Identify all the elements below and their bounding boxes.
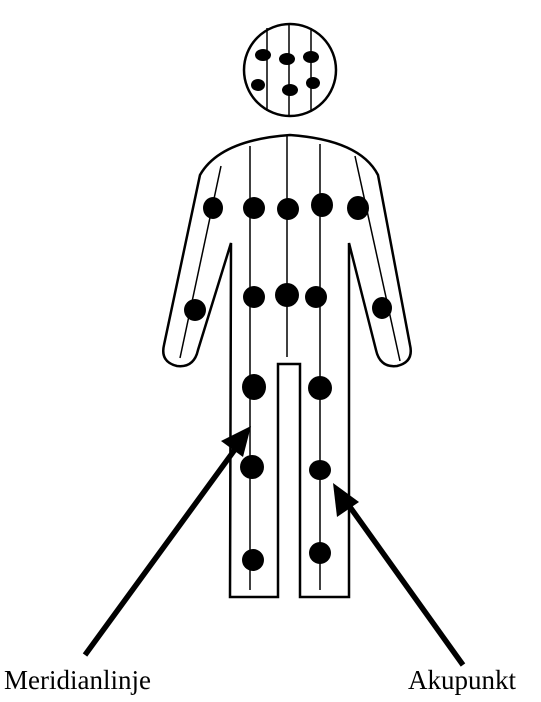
acupoint-label: Akupunkt [408,667,516,694]
acupoint [243,197,265,219]
arrow-meridian [85,426,251,655]
head-acupoint [303,51,319,63]
acupoint [243,286,265,308]
acupoint [240,455,264,479]
head-acupoint [279,53,295,65]
head-acupoint [282,84,298,96]
acupoint [277,198,299,220]
meridian-line [180,166,221,358]
acupoint [203,197,223,219]
acupoint [309,542,331,564]
acupoint [311,193,333,217]
acupoint [275,283,299,307]
acupoint [242,549,264,571]
acupoint [308,376,332,400]
acupoint [372,297,392,319]
body-acupoints [184,193,392,571]
acupoint [242,374,266,400]
head-acupoint [251,79,265,91]
head-acupoint [255,49,271,61]
meridian-line-label: Meridianlinje [4,667,151,694]
acupoint [305,286,327,308]
arrow-acupoint [333,483,463,665]
acupoint [184,299,206,321]
arrow-shaft [350,507,463,665]
head-acupoint [306,77,320,89]
acupoint [309,460,331,480]
head [244,24,336,116]
arrow-shaft [85,448,236,655]
acupoint [347,196,369,220]
head-outline [244,24,336,116]
